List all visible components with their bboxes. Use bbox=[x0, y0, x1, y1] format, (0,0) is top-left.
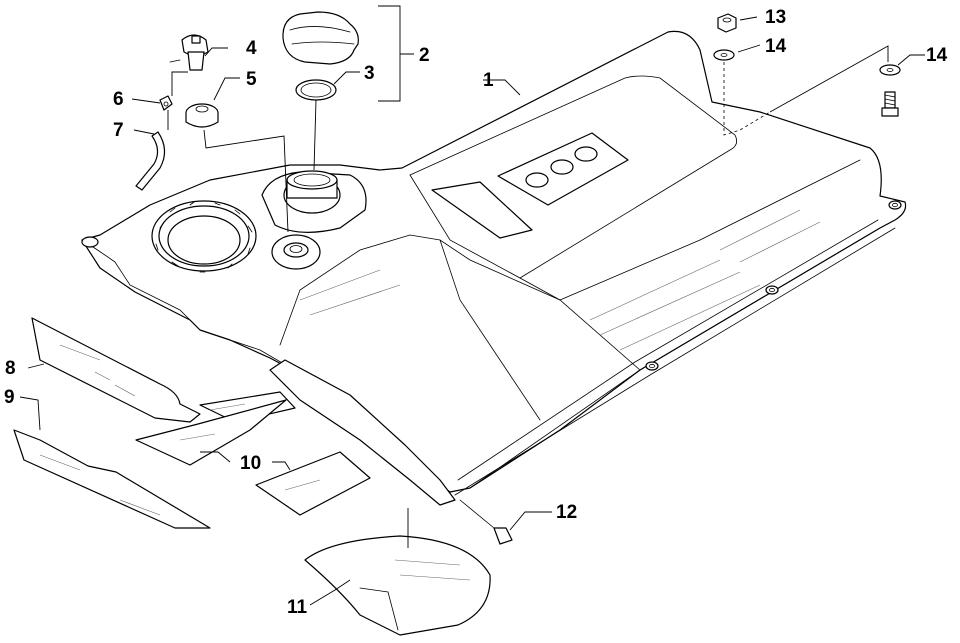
callout-6: 6 bbox=[113, 89, 124, 110]
callout-12: 12 bbox=[556, 502, 577, 523]
washer-part-14-right bbox=[879, 64, 901, 76]
callout-9: 9 bbox=[4, 387, 15, 408]
callout-11: 11 bbox=[287, 597, 308, 618]
grommet-part-5 bbox=[185, 103, 219, 128]
callout-7: 7 bbox=[113, 120, 124, 141]
callout-1: 1 bbox=[483, 70, 494, 91]
callout-10: 10 bbox=[240, 453, 261, 474]
clip-part-12 bbox=[459, 499, 513, 545]
vent-hose-part-7 bbox=[135, 131, 166, 191]
callout-5: 5 bbox=[246, 69, 257, 90]
insulation-pads-part-10 bbox=[135, 391, 371, 516]
callout-2: 2 bbox=[419, 45, 430, 66]
washer-part-14-left bbox=[713, 49, 735, 61]
callout-labels: 1 2 3 4 5 6 7 8 9 10 11 12 13 14 14 bbox=[4, 7, 948, 618]
callout-leaders bbox=[19, 16, 925, 606]
callout-14-right: 14 bbox=[926, 45, 948, 66]
skid-pad-part-11 bbox=[304, 535, 491, 636]
heat-shield-part-9 bbox=[13, 429, 211, 529]
callout-4: 4 bbox=[246, 38, 257, 59]
hose-routing-line bbox=[167, 71, 289, 233]
fuel-cap-part-2 bbox=[282, 11, 359, 65]
callout-3: 3 bbox=[364, 63, 375, 84]
vent-valve-part-4 bbox=[169, 34, 209, 71]
callout-13: 13 bbox=[765, 7, 786, 28]
bolt-part-14 bbox=[881, 91, 899, 117]
mounting-line bbox=[723, 62, 771, 136]
callout-14-left: 14 bbox=[765, 36, 787, 57]
heat-shield-part-8 bbox=[31, 317, 201, 423]
mounting-line-upper bbox=[769, 45, 889, 113]
clamp-part-6 bbox=[159, 95, 173, 111]
cap-assembly-line bbox=[313, 99, 317, 171]
cap-gasket-part-3 bbox=[295, 79, 337, 101]
nut-part-13 bbox=[717, 13, 737, 33]
callout-8: 8 bbox=[5, 358, 16, 379]
fuel-tank-part-1 bbox=[81, 30, 907, 506]
bracket-part-2 bbox=[378, 5, 414, 102]
